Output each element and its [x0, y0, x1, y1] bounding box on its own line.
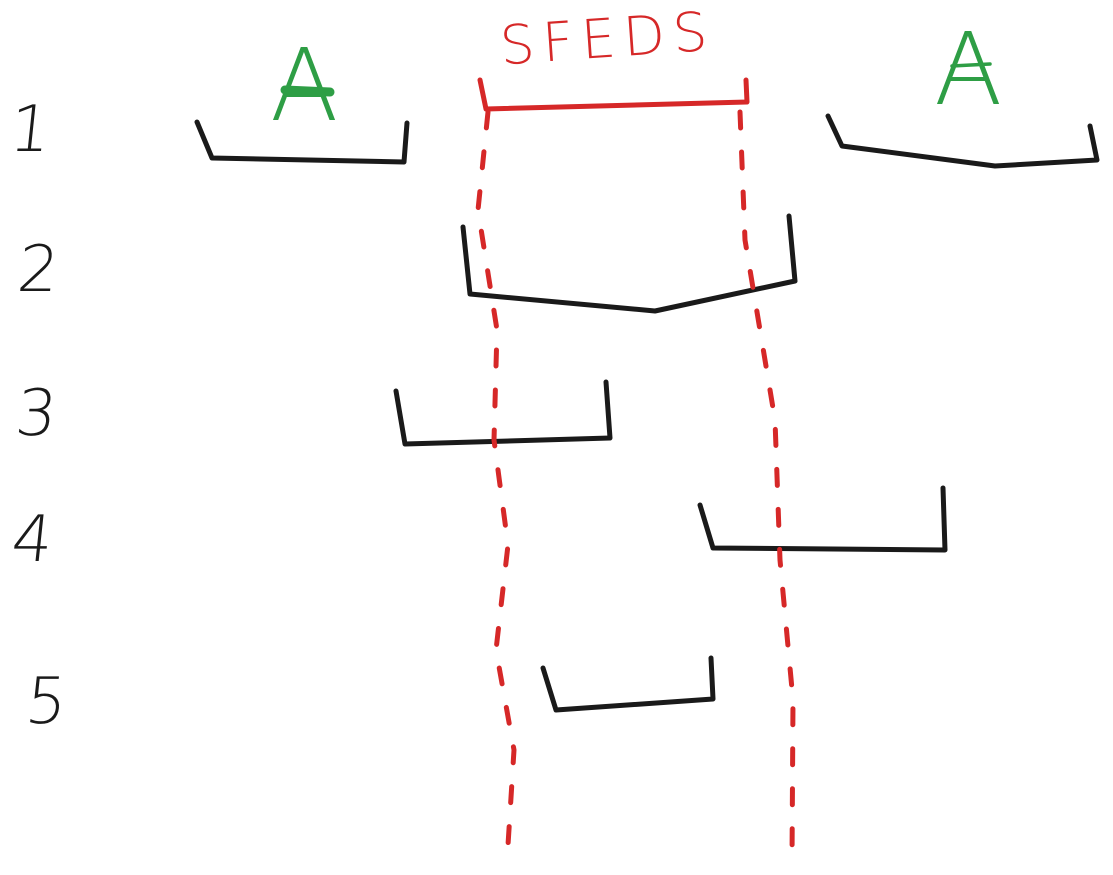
row-5-bracket — [540, 655, 716, 713]
seeds-span-bracket — [477, 77, 750, 112]
left-letter-a: A — [270, 27, 339, 144]
row-number-3: 3 — [12, 377, 61, 451]
row-number-1: 1 — [6, 93, 55, 167]
row-number-2: 2 — [14, 233, 63, 307]
row-number-4: 4 — [8, 503, 57, 577]
row-1-right-bracket — [825, 113, 1100, 169]
row-2-bracket — [460, 213, 798, 314]
right-letter-a: A — [934, 11, 1003, 128]
row-4-bracket — [697, 485, 948, 553]
left-letter-crossbar — [280, 85, 335, 97]
row-number-5: 5 — [22, 665, 71, 739]
seeds-label: SFEDS — [498, 0, 718, 78]
row-1-left-bracket — [194, 119, 410, 165]
right-letter-crossbar — [950, 62, 992, 68]
row-3-bracket — [393, 379, 613, 447]
right-guide-line — [737, 109, 796, 863]
left-guide-line — [475, 109, 517, 848]
